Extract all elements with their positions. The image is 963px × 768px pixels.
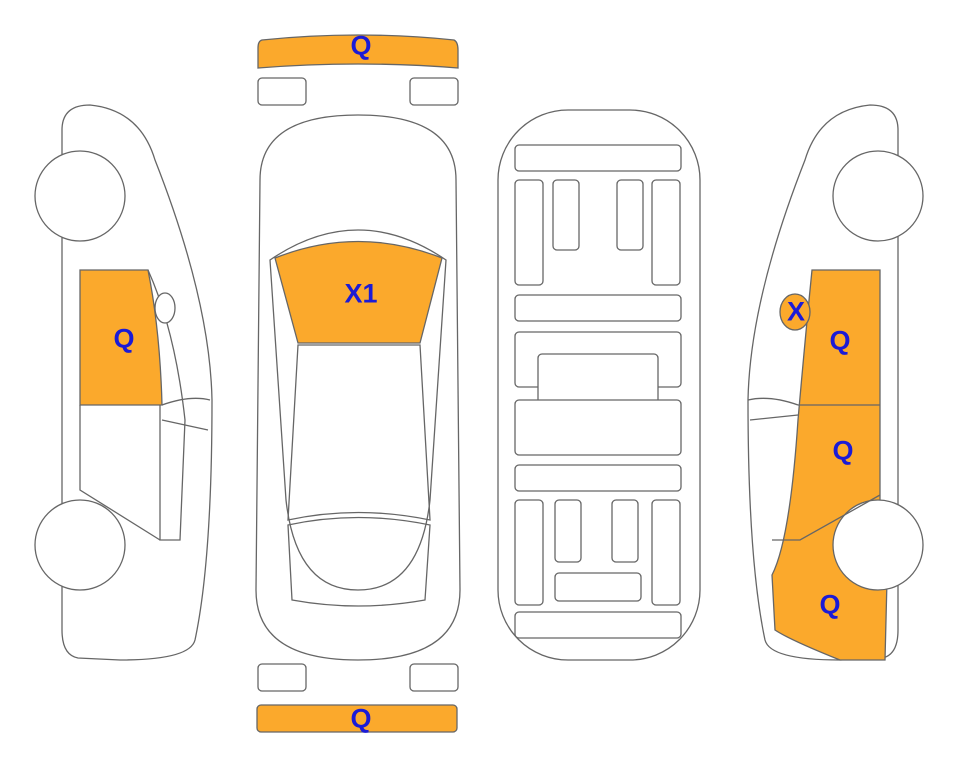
right-side-car — [747, 104, 924, 661]
right-front-door-label: Q — [829, 325, 851, 356]
front-bumper-damage[interactable] — [257, 34, 459, 69]
right-rear-quarter-label: Q — [819, 589, 841, 620]
left-side-car — [34, 104, 213, 661]
right-small-damage[interactable] — [779, 293, 811, 331]
right-small-label: X — [786, 296, 806, 327]
left-front-door-label: Q — [113, 323, 135, 354]
rear-bumper-label: Q — [350, 703, 372, 734]
right-rear-door-label: Q — [832, 435, 854, 466]
underside-view — [497, 109, 701, 661]
windshield-label: X1 — [344, 278, 378, 309]
top-view-car — [255, 114, 461, 661]
rear-bumper-damage[interactable] — [256, 704, 458, 733]
front-bumper-label: Q — [350, 30, 372, 61]
windshield-damage[interactable] — [274, 240, 443, 344]
